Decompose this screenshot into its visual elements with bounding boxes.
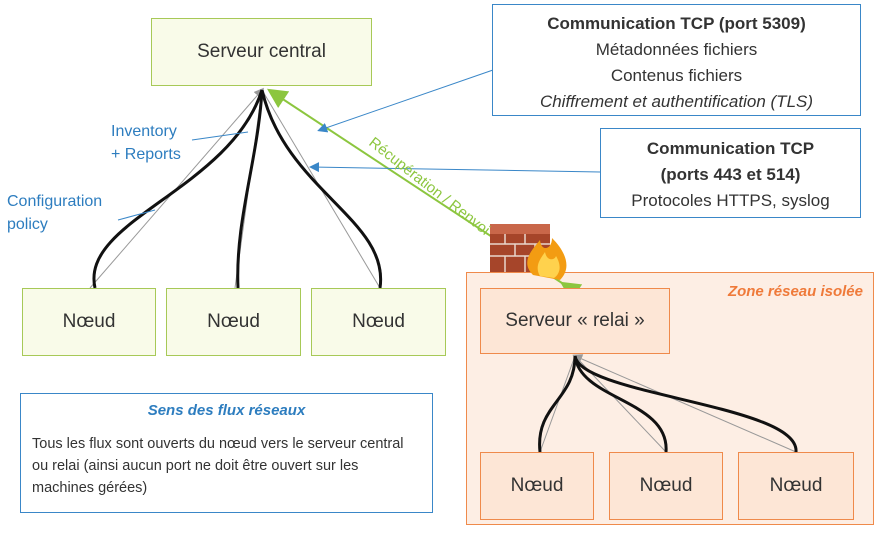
node-box: Nœud xyxy=(166,288,301,356)
info-443-line1: (ports 443 et 514) xyxy=(660,165,801,184)
info-5309-title: Communication TCP (port 5309) xyxy=(547,14,806,33)
configuration-text: Configuration xyxy=(7,193,103,210)
blue-callout-5309 xyxy=(317,69,494,133)
info-box-port-5309: Communication TCP (port 5309) Métadonnée… xyxy=(492,4,861,116)
relay-node-box: Nœud xyxy=(738,452,854,520)
relay-server-box: Serveur « relai » xyxy=(480,288,670,354)
info-5309-line2: Contenus fichiers xyxy=(610,66,743,85)
relay-node-box: Nœud xyxy=(480,452,594,520)
info-443-line2: Protocoles HTTPS, syslog xyxy=(631,191,830,210)
info-box-port-443-514: Communication TCP (ports 443 et 514) Pro… xyxy=(600,128,861,218)
thick-curve-node2 xyxy=(236,89,264,289)
node-box: Nœud xyxy=(311,288,446,356)
node-label: Nœud xyxy=(62,311,116,332)
relay-node-label: Nœud xyxy=(639,475,693,496)
policy-text: policy xyxy=(7,216,48,233)
legend-title: Sens des flux réseaux xyxy=(147,402,306,419)
thick-curve-node1 xyxy=(92,89,264,289)
blue-callout-443 xyxy=(309,162,601,173)
inventory-text: Inventory xyxy=(111,123,177,140)
info-5309-line1: Métadonnées fichiers xyxy=(595,40,758,59)
central-server-box: Serveur central xyxy=(151,18,372,86)
firewall-icon xyxy=(490,224,567,280)
thick-curve-relay-node1 xyxy=(538,355,577,453)
reports-text: + Reports xyxy=(111,146,181,163)
thin-line-relay-node3 xyxy=(572,354,797,453)
node-label: Nœud xyxy=(207,311,260,332)
info-5309-line3: Chiffrement et authentification (TLS) xyxy=(539,92,814,111)
thick-curve-relay-node3 xyxy=(573,355,798,453)
blue-callout-inventory xyxy=(191,131,249,141)
relay-server-label: Serveur « relai » xyxy=(505,310,645,331)
node-label: Nœud xyxy=(352,311,405,332)
configuration-label: Configuration policy xyxy=(7,190,102,236)
thick-curve-relay-node2 xyxy=(573,355,668,453)
central-server-label: Serveur central xyxy=(197,41,326,62)
relay-node-box: Nœud xyxy=(609,452,723,520)
legend-box: Sens des flux réseaux Tous les flux sont… xyxy=(20,393,433,513)
node-box: Nœud xyxy=(22,288,156,356)
relay-node-label: Nœud xyxy=(510,475,564,496)
inventory-label: Inventory + Reports xyxy=(111,120,181,166)
legend-text: Tous les flux sont ouverts du nœud vers … xyxy=(32,436,404,496)
zone-title: Zone réseau isolée xyxy=(727,283,863,300)
thin-line-relay-node1 xyxy=(539,355,576,453)
info-443-title: Communication TCP xyxy=(646,139,815,158)
relay-node-label: Nœud xyxy=(769,475,823,496)
blue-callout-config xyxy=(117,209,156,221)
